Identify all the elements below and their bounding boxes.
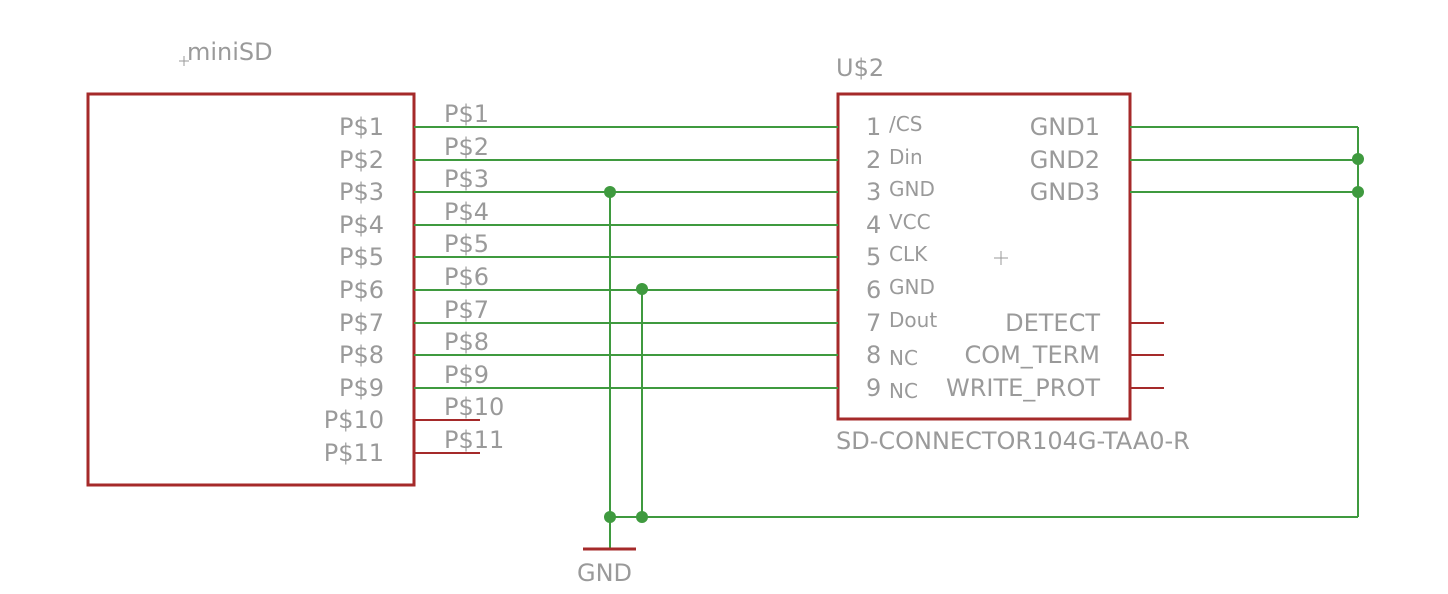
- connector-pin-number: 9: [866, 374, 881, 402]
- gnd-supply-symbol[interactable]: GND: [577, 547, 636, 587]
- net-wires[interactable]: [414, 126, 1364, 549]
- connector-pin-name: GND: [889, 177, 935, 201]
- net-label: P$1: [444, 100, 489, 128]
- connector-pin-name: CLK: [889, 242, 928, 266]
- minisd-pin-label: P$5: [339, 243, 384, 271]
- connector-right-pin-label: WRITE_PROT: [946, 374, 1100, 402]
- net-label: P$7: [444, 296, 489, 324]
- minisd-part[interactable]: miniSD P$1 P$1P$2 P$2P$3 P$3P$4 P$4P$5 P$5P$6…: [86, 38, 505, 487]
- connector-left-pin[interactable]: 3 GND: [806, 177, 935, 206]
- connector-pin-number: 1: [866, 113, 881, 141]
- minisd-pin-label: P$4: [339, 211, 384, 239]
- minisd-pin-label: P$1: [339, 113, 384, 141]
- connector-right-pin[interactable]: COM_TERM: [964, 341, 1164, 369]
- net-label: P$11: [444, 426, 504, 454]
- net-label: P$5: [444, 230, 489, 258]
- minisd-pin-label: P$8: [339, 341, 384, 369]
- connector-left-pin[interactable]: 1/CS: [806, 112, 922, 141]
- connector-name: U$2: [836, 54, 884, 82]
- connector-pin-number: 5: [866, 243, 881, 271]
- connector-right-pin-label: COM_TERM: [964, 341, 1100, 369]
- minisd-pin[interactable]: P$11 P$11: [324, 426, 505, 467]
- connector-right-pin[interactable]: WRITE_PROT: [946, 374, 1164, 402]
- connector-pin-number: 6: [866, 276, 881, 304]
- connector-left-pin[interactable]: 6 GND: [806, 275, 935, 304]
- connector-right-pin-label: GND3: [1030, 178, 1100, 206]
- minisd-pin-label: P$7: [339, 309, 384, 337]
- minisd-pin[interactable]: P$10 P$10: [324, 393, 505, 434]
- net-label: P$9: [444, 361, 489, 389]
- connector-pin-name: NC: [889, 346, 918, 370]
- connector-pin-number: 2: [866, 146, 881, 174]
- minisd-name: miniSD: [187, 38, 273, 66]
- connector-pin-number: 7: [866, 309, 881, 337]
- connector-pin-name: /CS: [889, 112, 922, 136]
- net-label: P$8: [444, 328, 489, 356]
- connector-right-pin-label: DETECT: [1005, 309, 1100, 337]
- net-label: P$6: [444, 263, 489, 291]
- connector-right-pin-label: GND1: [1030, 113, 1100, 141]
- minisd-pin-label: P$10: [324, 406, 384, 434]
- connector-left-pin[interactable]: 4 VCC: [806, 210, 931, 239]
- connector-left-pin[interactable]: 5 CLK: [806, 242, 928, 271]
- connector-body: [836, 92, 1132, 421]
- minisd-pin-label: P$6: [339, 276, 384, 304]
- connector-right-pin[interactable]: DETECT: [1005, 309, 1164, 337]
- connector-pin-name: GND: [889, 275, 935, 299]
- minisd-pin-label: P$11: [324, 439, 384, 467]
- minisd-pin[interactable]: P$8 P$8: [339, 328, 489, 369]
- connector-pin-number: 3: [866, 178, 881, 206]
- net-label: P$4: [444, 198, 489, 226]
- connector-left-pin[interactable]: 9 NC: [806, 374, 918, 403]
- net-label: P$2: [444, 133, 489, 161]
- minisd-pin-label: P$9: [339, 374, 384, 402]
- minisd-pin[interactable]: P$5 P$5: [339, 230, 489, 271]
- connector-pin-name: NC: [889, 379, 918, 403]
- gnd-symbol-label: GND: [577, 559, 632, 587]
- connector-pin-name: Din: [889, 145, 923, 169]
- net-label: P$10: [444, 393, 504, 421]
- connector-pin-name: Dout: [889, 308, 937, 332]
- connector-value: SD-CONNECTOR104G-TAA0-R: [836, 427, 1190, 455]
- connector-left-pin[interactable]: 7 Dout: [806, 308, 937, 337]
- connector-pin-name: VCC: [889, 210, 931, 234]
- junction-dot: [636, 511, 648, 523]
- junction-dot: [604, 511, 616, 523]
- minisd-pin[interactable]: P$1 P$1: [339, 100, 489, 141]
- minisd-pin-label: P$3: [339, 178, 384, 206]
- connector-pin-number: 4: [866, 211, 881, 239]
- connector-pin-number: 8: [866, 341, 881, 369]
- minisd-pin-label: P$2: [339, 146, 384, 174]
- minisd-pin[interactable]: P$7 P$7: [339, 296, 489, 337]
- net-label: P$3: [444, 165, 489, 193]
- connector-right-pin-label: GND2: [1030, 146, 1100, 174]
